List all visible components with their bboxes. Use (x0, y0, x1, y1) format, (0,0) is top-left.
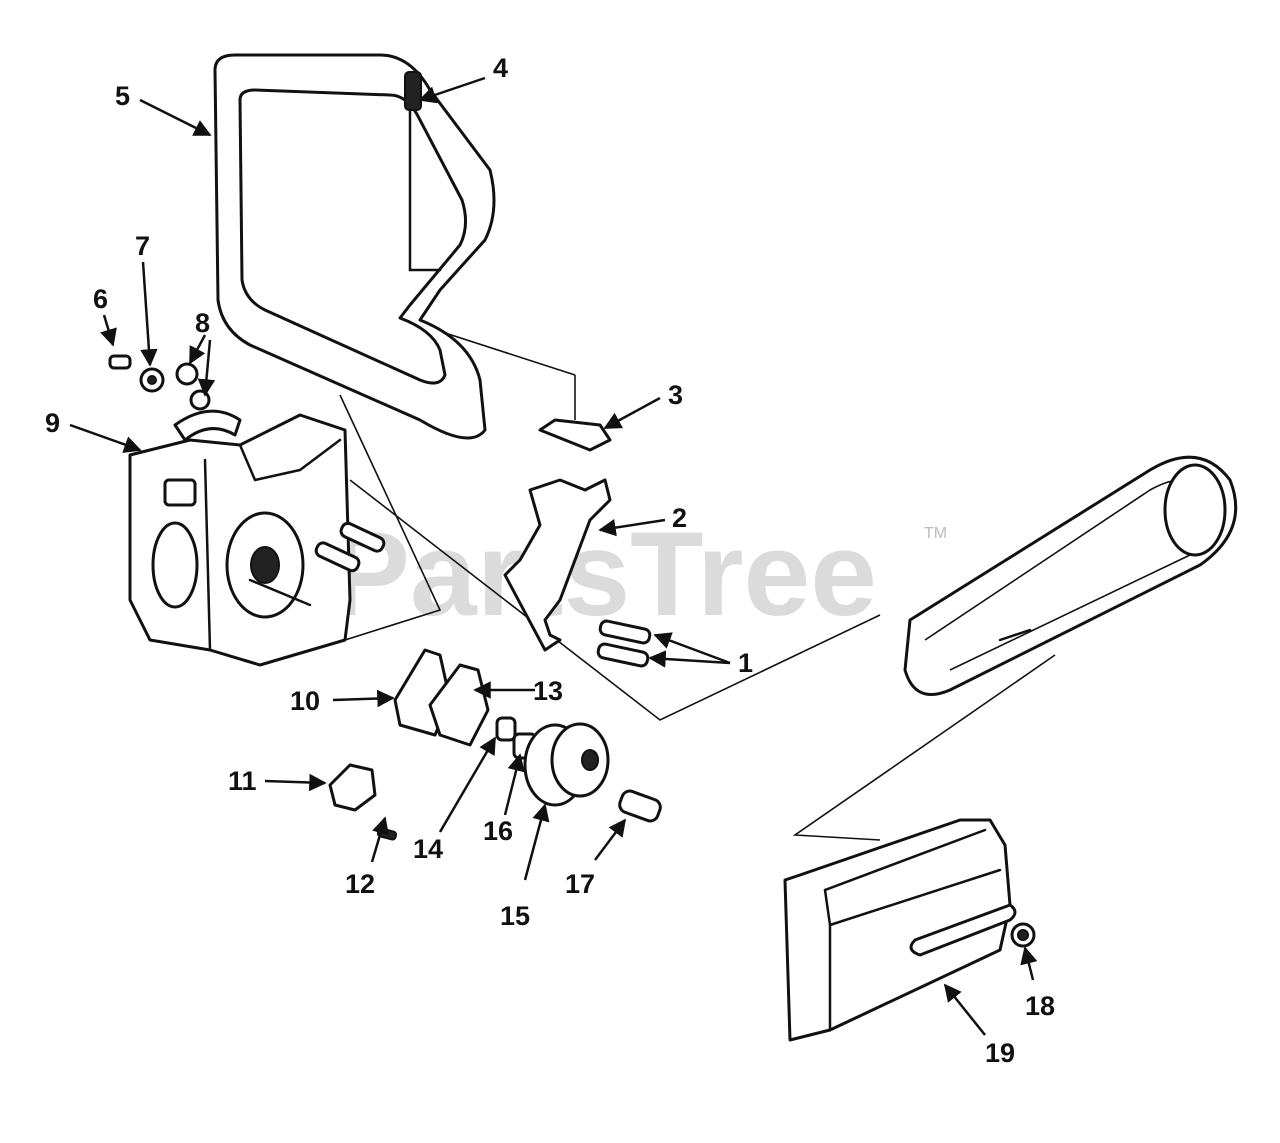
watermark-trademark: TM (924, 525, 947, 542)
bolts (596, 619, 652, 668)
callout-arrows (69, 76, 1038, 1036)
part-11 (328, 763, 377, 812)
clip (538, 418, 612, 452)
callout-7: 7 (135, 231, 150, 261)
bracket (503, 478, 612, 652)
small-fasteners (108, 354, 242, 442)
callout-14: 14 (413, 834, 443, 864)
callout-9: 9 (45, 408, 60, 438)
callout-17: 17 (565, 869, 595, 899)
guide-bar-chain (903, 455, 1238, 696)
callout-10: 10 (290, 686, 320, 716)
callout-18: 18 (1025, 991, 1055, 1021)
clutch-drum (523, 722, 610, 807)
callout-2: 2 (672, 503, 687, 533)
callout-16: 16 (483, 816, 513, 846)
callout-4: 4 (493, 53, 508, 83)
callout-5: 5 (115, 81, 130, 111)
engine-housing (128, 413, 386, 667)
callout-1: 1 (738, 648, 753, 678)
bearing-pin (618, 789, 662, 823)
callout-6: 6 (93, 284, 108, 314)
nut (1010, 922, 1036, 948)
callout-12: 12 (345, 869, 375, 899)
bushing-14 (495, 716, 517, 742)
callout-13: 13 (533, 676, 563, 706)
callout-3: 3 (668, 380, 683, 410)
handle-bar (213, 53, 496, 440)
callout-11: 11 (228, 766, 257, 796)
callout-8: 8 (195, 308, 210, 338)
callout-labels: 1 2 3 4 5 6 7 8 9 10 11 12 13 14 15 16 1… (45, 53, 1055, 1068)
sprocket-cover (783, 818, 1017, 1042)
callout-15: 15 (500, 901, 530, 931)
callout-19: 19 (985, 1038, 1015, 1068)
